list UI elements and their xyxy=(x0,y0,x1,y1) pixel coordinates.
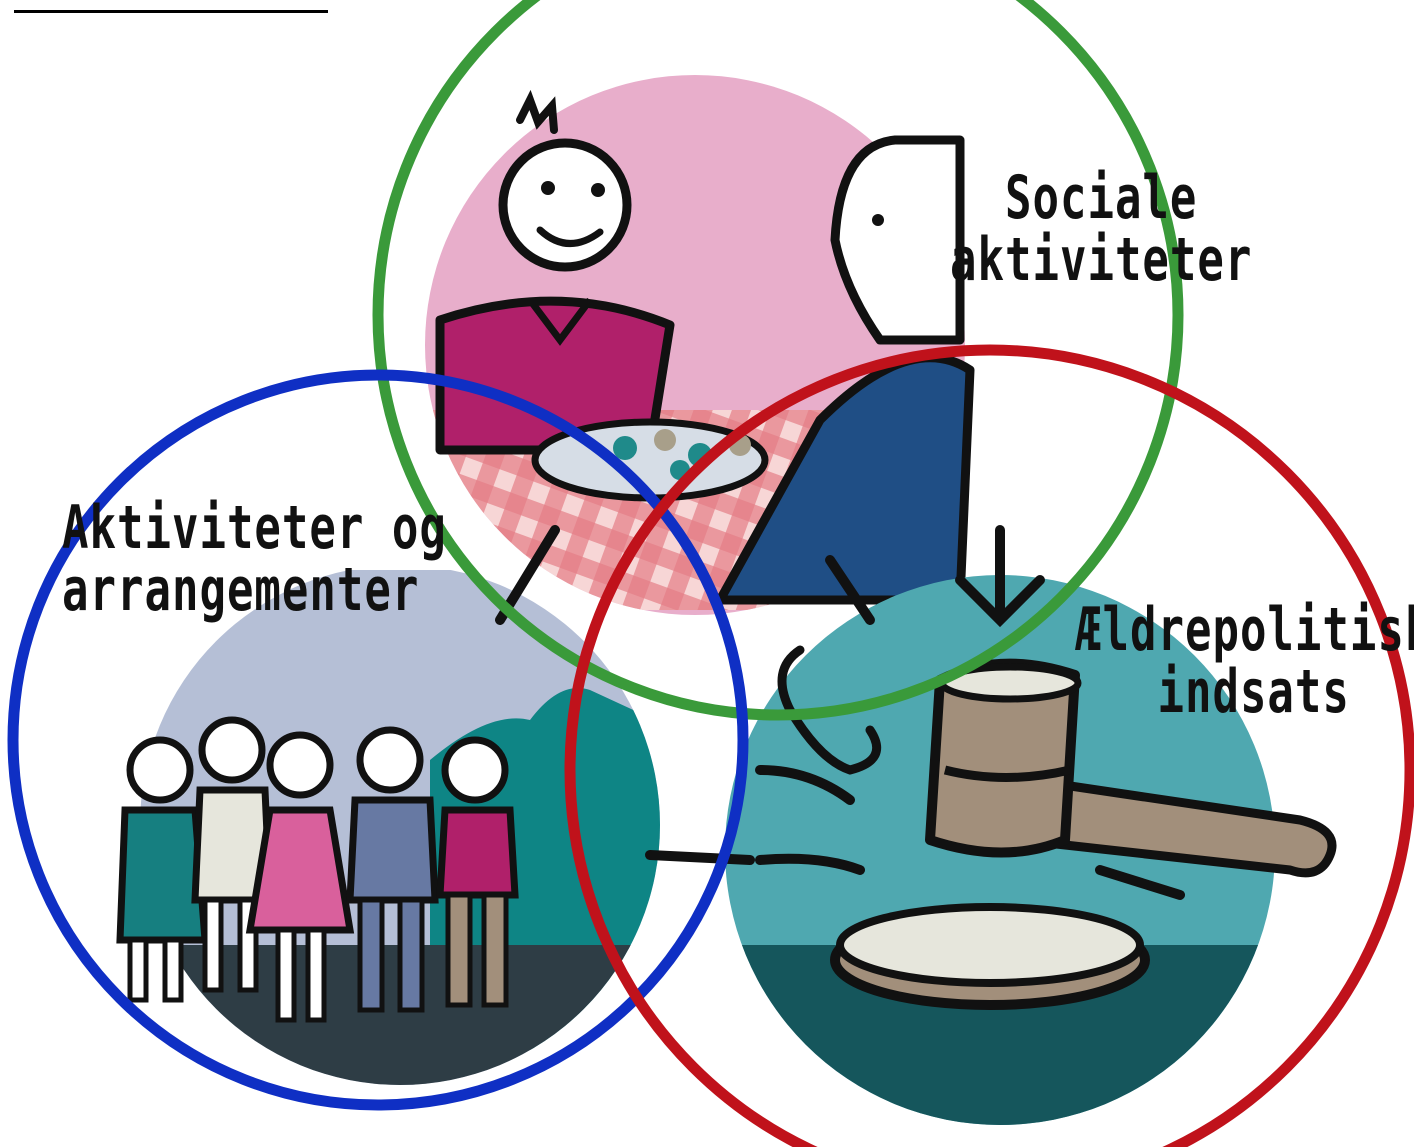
ring-social-activities xyxy=(372,0,1184,721)
top-rule-line xyxy=(14,10,328,13)
social-activities-picture xyxy=(425,75,975,615)
gavel-icon xyxy=(755,525,1337,1010)
people-group-icon xyxy=(116,716,519,1023)
person-left-icon xyxy=(435,89,675,455)
label-social-line-2: aktiviteter xyxy=(950,226,1253,296)
label-policy-line-2: indsats xyxy=(1157,658,1350,728)
label-social-line-1: Sociale xyxy=(1004,163,1198,233)
label-policy: Ældrepolitisk indsats xyxy=(1075,595,1414,728)
ring-policy xyxy=(564,344,1414,1147)
label-events-line-2: arrangementer xyxy=(62,556,420,626)
label-events: Aktiviteter og arrangementer xyxy=(62,493,447,626)
label-events-line-1: Aktiviteter og xyxy=(62,493,447,563)
label-policy-line-1: Ældrepolitisk xyxy=(1075,595,1414,665)
person-right-icon xyxy=(715,135,975,605)
ring-events xyxy=(7,369,749,1111)
label-social-activities: Sociale aktiviteter xyxy=(950,163,1253,296)
